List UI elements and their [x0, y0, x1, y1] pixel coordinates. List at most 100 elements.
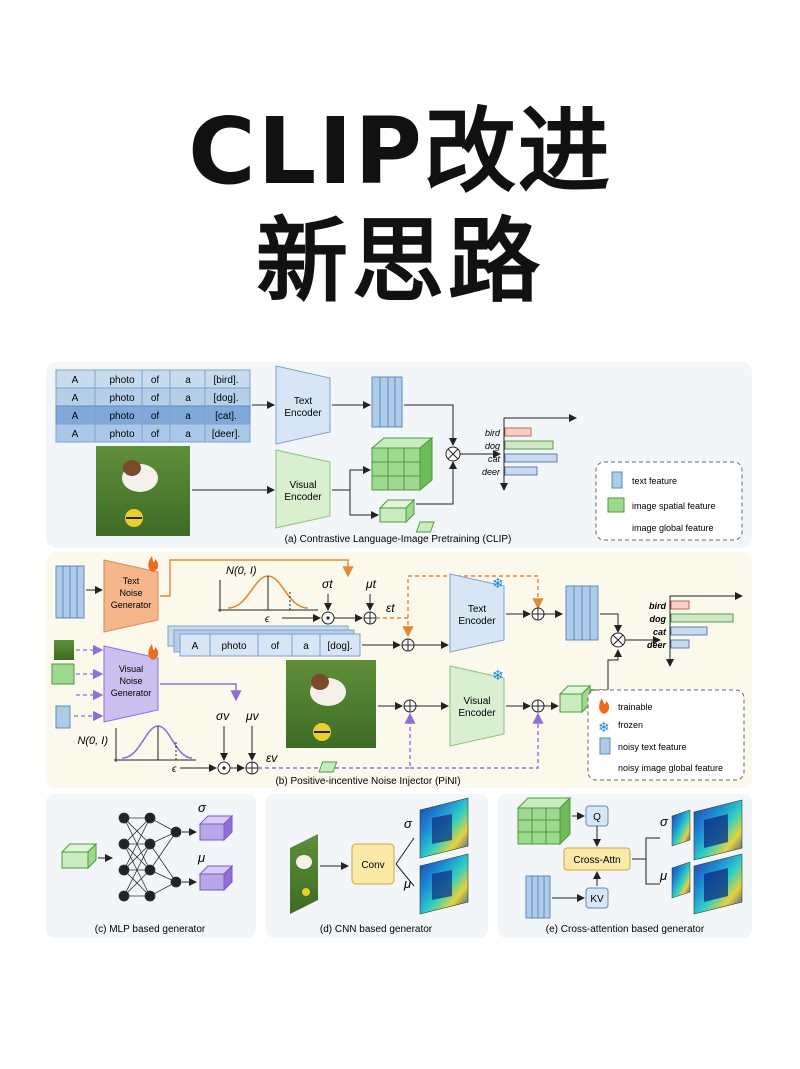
svg-text:frozen: frozen: [618, 720, 643, 730]
panel-e-caption: (e) Cross-attention based generator: [546, 924, 705, 935]
svg-text:Encoder: Encoder: [284, 408, 322, 419]
svg-text:a: a: [185, 411, 191, 422]
cnn-sigma-heatmap: [419, 797, 469, 859]
frozen-snowflake-icon-v: ❄: [492, 667, 504, 683]
legend-a: text feature image spatial feature image…: [415, 461, 743, 541]
text-add-node-b2: [531, 607, 545, 621]
prompt-row-3: A photo of a [cat].: [55, 405, 251, 425]
panel-a-caption: (a) Contrastive Language-Image Pretraini…: [285, 534, 512, 545]
svg-text:Text: Text: [294, 396, 313, 407]
svg-text:Visual: Visual: [289, 480, 316, 491]
cnn-mu-label: μ: [403, 876, 411, 891]
panel-c-caption: (c) MLP based generator: [95, 924, 206, 935]
kv-block: KV: [585, 887, 609, 909]
mu-t-label: μt: [365, 577, 377, 591]
svg-text:dog: dog: [485, 441, 500, 451]
dog-photo-b: [286, 660, 376, 748]
prompt-row-4: A photo of a [deer].: [55, 423, 251, 443]
visual-noise-gaussian: N(0, I) ϵ: [77, 725, 196, 775]
cross-attn-text-feature: [525, 875, 551, 919]
svg-text:[cat].: [cat].: [215, 411, 237, 422]
visual-encoder-b: Visual Encoder: [449, 665, 505, 747]
cnn-mu-heatmap: [419, 853, 469, 915]
visual-encoder-a: Visual Encoder: [275, 449, 331, 529]
conv-block: Conv: [351, 843, 395, 885]
cross-attn-sigma-label: σ: [660, 814, 669, 829]
svg-text:trainable: trainable: [618, 702, 653, 712]
text-noise-gaussian: N(0, I) ϵ: [218, 565, 318, 625]
cross-attn-spatial-feature: [516, 796, 572, 846]
mu-v-label: μv: [245, 709, 260, 723]
svg-text:N(0, I): N(0, I): [77, 735, 108, 747]
svg-text:a: a: [185, 429, 191, 440]
svg-text:Noise: Noise: [119, 676, 142, 686]
cross-attn-small-mu: [671, 861, 691, 899]
multiply-node-b: [610, 632, 626, 648]
svg-text:N(0, I): N(0, I): [226, 565, 257, 577]
svg-text:Visual: Visual: [119, 664, 143, 674]
text-add-node-b: [401, 638, 415, 652]
eps-v-label: εv: [266, 751, 278, 765]
svg-text:photo: photo: [109, 429, 134, 440]
svg-text:a: a: [303, 641, 309, 652]
mlp-network: [118, 812, 182, 902]
similarity-bars-a: bird dog cat deer: [482, 414, 577, 491]
q-block: Q: [585, 805, 609, 827]
image-global-feature-a: [378, 498, 416, 524]
text-encoder-a: Text Encoder: [275, 365, 331, 445]
sigma-t-dot-node: [321, 611, 335, 625]
svg-text:Text: Text: [123, 576, 140, 586]
svg-text:A: A: [72, 411, 79, 422]
svg-text:Encoder: Encoder: [284, 492, 322, 503]
svg-text:of: of: [271, 641, 280, 652]
cross-attn-block: Cross-Attn: [563, 847, 631, 871]
text-feature-input-b: [55, 565, 85, 619]
sigma-v-label: σv: [216, 709, 230, 723]
cnn-sigma-label: σ: [404, 816, 413, 831]
noisy-image-global-feature-b: [558, 684, 592, 714]
text-feature-a: [371, 376, 403, 428]
noisy-text-feature-b: [565, 585, 599, 641]
panel-d-caption: (d) CNN based generator: [320, 924, 433, 935]
svg-text:photo: photo: [109, 411, 134, 422]
svg-text:bird: bird: [485, 428, 501, 438]
prompt-row-1: A photo of a [bird].: [55, 369, 251, 389]
sigma-t-label: σt: [322, 577, 333, 591]
svg-text:[dog].: [dog].: [213, 393, 238, 404]
similarity-bars-b: bird dog cat deer: [647, 592, 743, 667]
image-spatial-feature-a: [370, 436, 434, 492]
sigma-v-dot-node: [217, 761, 231, 775]
svg-text:noisy image global feature: noisy image global feature: [618, 763, 723, 773]
legend-b: trainable ❄ frozen noisy text feature no…: [318, 689, 745, 781]
svg-text:Generator: Generator: [111, 600, 152, 610]
multiply-node-a: [445, 446, 461, 462]
legend-snowflake-icon: ❄: [598, 719, 610, 735]
visual-add-node-b: [403, 699, 417, 713]
svg-text:Q: Q: [593, 812, 601, 823]
svg-text:A: A: [72, 393, 79, 404]
svg-text:A: A: [72, 429, 79, 440]
mlp-sigma-output: [198, 814, 234, 842]
dog-photo-a: [96, 446, 190, 536]
mlp-input-feature: [60, 842, 98, 870]
cross-attn-small-sigma: [671, 809, 691, 847]
trainable-flame-icon-v: [148, 644, 159, 660]
prompt-row-2: A photo of a [dog].: [55, 387, 251, 407]
cross-attn-sigma-heatmap: [693, 799, 743, 861]
svg-text:of: of: [151, 411, 160, 422]
svg-text:ϵ: ϵ: [172, 764, 177, 775]
panel-b-caption: (b) Positive-incentive Noise Injector (P…: [275, 776, 460, 787]
svg-text:ϵ: ϵ: [265, 614, 270, 625]
svg-text:Noise: Noise: [119, 588, 142, 598]
cross-attn-mu-heatmap: [693, 853, 743, 915]
svg-text:Cross-Attn: Cross-Attn: [573, 855, 620, 866]
svg-text:Generator: Generator: [111, 688, 152, 698]
svg-text:dog: dog: [650, 614, 667, 624]
visual-inputs-b: [51, 640, 75, 729]
svg-text:of: of: [151, 429, 160, 440]
svg-text:a: a: [185, 393, 191, 404]
cross-attn-mu-label: μ: [659, 868, 667, 883]
legend-flame-icon: [599, 698, 610, 714]
svg-text:[deer].: [deer].: [212, 429, 240, 440]
